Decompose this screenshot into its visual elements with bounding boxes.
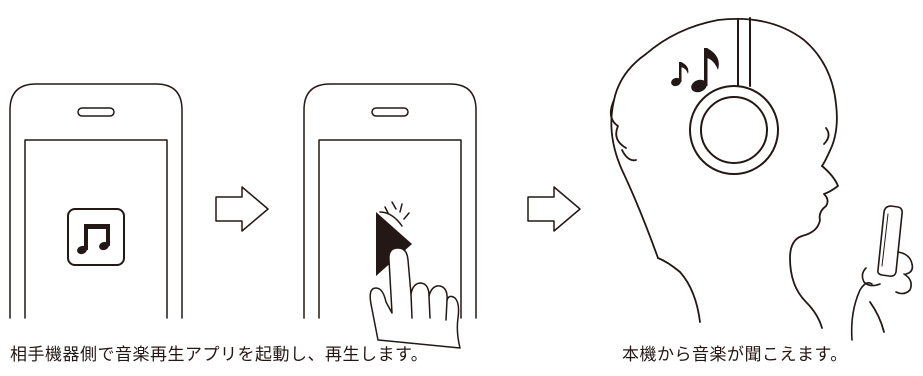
music-app-icon	[67, 208, 125, 266]
step-instruction-caption: 相手機器側で音楽再生アプリを起動し、再生します。	[10, 345, 429, 365]
right-arrow-icon	[215, 186, 269, 232]
handheld-smartphone-icon	[850, 205, 914, 341]
smartphone-icon	[303, 83, 477, 319]
tapping-hand-icon	[369, 247, 461, 349]
play-icon	[376, 201, 412, 276]
right-arrow-icon	[527, 186, 581, 232]
person-with-headphones-icon	[609, 17, 885, 333]
music-notes-icon	[671, 48, 719, 93]
result-caption: 本機から音楽が聞こえます。	[622, 345, 848, 365]
headphones-icon	[689, 17, 779, 175]
smartphone-icon	[9, 83, 183, 319]
